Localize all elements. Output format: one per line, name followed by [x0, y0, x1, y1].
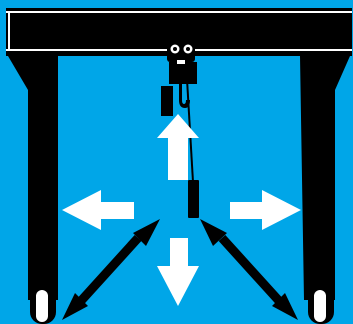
- right-leg: [300, 56, 350, 300]
- left-wheel: [30, 282, 56, 324]
- right-wheel: [308, 282, 334, 324]
- left-leg: [8, 56, 58, 300]
- diagonal-left-double-arrow-icon: [62, 219, 160, 320]
- hoist-trolley: [167, 42, 197, 84]
- travel-left-arrow-icon: [62, 190, 134, 230]
- travel-right-arrow-icon: [230, 190, 301, 230]
- pendant-control: [185, 61, 199, 218]
- diagonal-right-double-arrow-icon: [200, 219, 298, 320]
- crane-hook: [161, 84, 190, 116]
- hoist-down-arrow-icon: [157, 238, 199, 306]
- hoist-up-arrow-icon: [157, 114, 199, 180]
